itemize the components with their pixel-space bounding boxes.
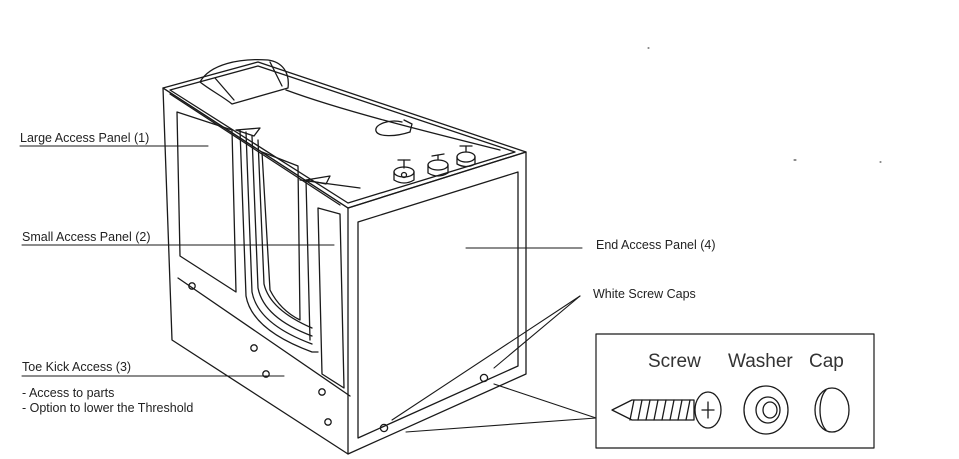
tub-end-face bbox=[347, 151, 527, 455]
label-cap: Cap bbox=[809, 351, 844, 372]
screw-icon bbox=[611, 391, 722, 429]
drain-icon bbox=[375, 119, 413, 137]
basin-edge bbox=[285, 89, 501, 151]
leader-caps-1 bbox=[391, 295, 581, 421]
label-white-screw-caps: White Screw Caps bbox=[593, 287, 696, 301]
label-end-access-panel: End Access Panel (4) bbox=[596, 238, 716, 252]
scan-specks bbox=[647, 47, 882, 163]
door-frame bbox=[235, 127, 331, 353]
faucet-handles bbox=[393, 145, 476, 184]
leader-inset-2 bbox=[493, 383, 597, 419]
washer-icon bbox=[743, 385, 789, 435]
label-toe-note-threshold: - Option to lower the Threshold bbox=[22, 401, 194, 415]
label-washer: Washer bbox=[728, 351, 793, 372]
leader-lines bbox=[19, 145, 597, 433]
tub-front-face bbox=[162, 87, 351, 455]
cap-icon bbox=[814, 387, 850, 433]
label-large-access-panel: Large Access Panel (1) bbox=[20, 131, 150, 145]
large-access-panel bbox=[176, 111, 237, 293]
leader-inset-1 bbox=[405, 417, 597, 433]
small-access-panel bbox=[317, 207, 345, 389]
label-screw: Screw bbox=[648, 351, 701, 372]
front-screw-holes bbox=[188, 282, 332, 426]
label-toe-kick-access: Toe Kick Access (3) bbox=[22, 360, 132, 374]
leader-caps-2 bbox=[493, 295, 581, 369]
end-screw-caps bbox=[379, 373, 489, 433]
hardware-inset-box bbox=[595, 333, 875, 449]
label-toe-note-parts: - Access to parts bbox=[22, 386, 115, 400]
label-small-access-panel: Small Access Panel (2) bbox=[22, 230, 151, 244]
headrest bbox=[199, 58, 289, 105]
